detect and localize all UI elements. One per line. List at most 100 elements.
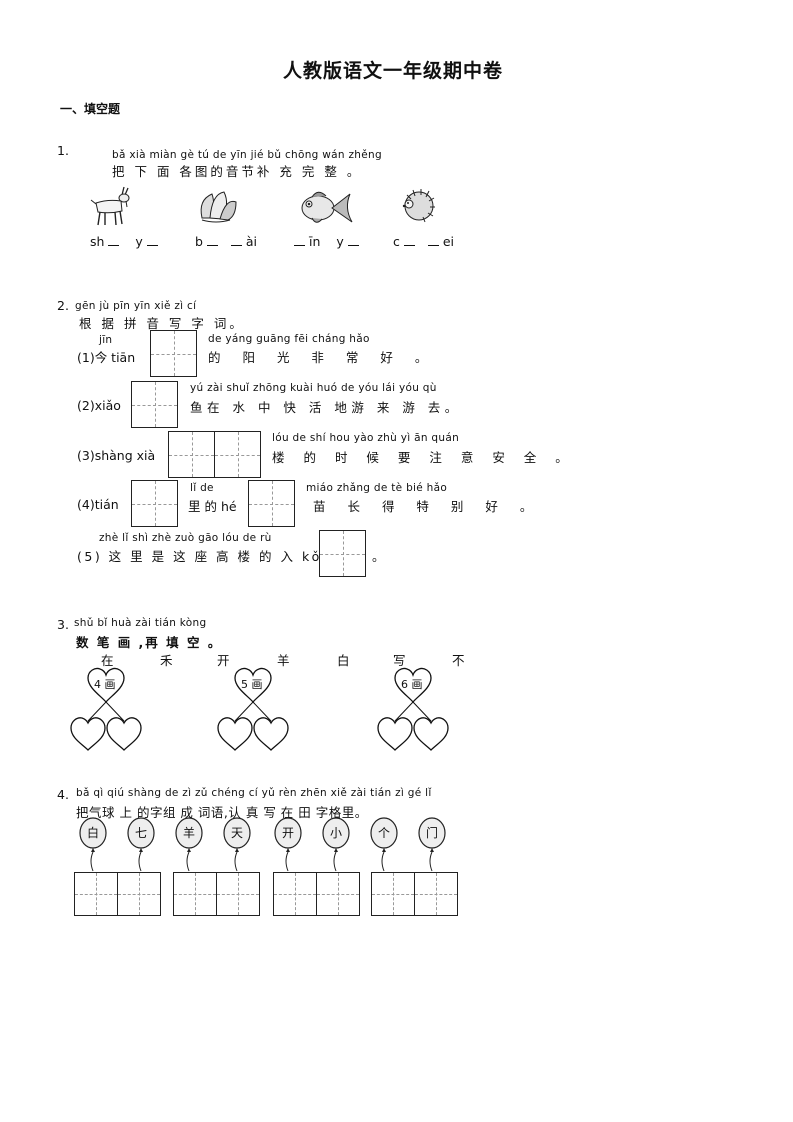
item-text: 楼 的 时 候 要 注 意 安 全 。 <box>272 450 576 465</box>
balloon-char: 小 <box>330 826 343 840</box>
item-pinyin: miáo zhǎng de tè bié hǎo <box>306 482 448 494</box>
answer-blank[interactable] <box>347 236 359 246</box>
tianzige-box[interactable] <box>74 872 118 916</box>
tianzige-box[interactable] <box>316 872 360 916</box>
balloon-char: 天 <box>231 826 244 840</box>
heart-label: 4 画 <box>94 678 116 691</box>
balloon-char: 门 <box>426 826 439 840</box>
answer-blank[interactable] <box>146 236 158 246</box>
pinyin-top: jīn <box>99 334 113 346</box>
question-pinyin: bǎ xià miàn gè tú de yīn jié bǔ chōng wá… <box>112 149 382 161</box>
page-title: 人教版语文一年级期中卷 <box>283 60 504 82</box>
question-number: 3. <box>57 617 69 632</box>
question-number: 1. <box>57 143 69 158</box>
tianzige-box[interactable] <box>117 872 161 916</box>
item-pinyin: yú zài shuǐ zhōng kuài huó de yóu lái yó… <box>190 382 437 394</box>
tianzige-box[interactable] <box>214 431 261 478</box>
balloon-icon <box>418 817 446 872</box>
heart-label: 6 画 <box>401 678 423 691</box>
item-label: (2)xiǎo <box>77 398 121 413</box>
heart-tree <box>217 667 289 751</box>
answer-cabbage: b ài <box>195 234 257 249</box>
stroke-char: 羊 <box>277 653 290 668</box>
cabbage-icon <box>200 191 237 223</box>
answer-part: īn <box>308 234 321 249</box>
balloon-icon <box>274 817 302 872</box>
item-label: (4)tián <box>77 497 119 512</box>
question-pinyin: shǔ bǐ huà zài tián kòng <box>74 617 207 629</box>
heart-tree <box>377 667 449 751</box>
tianzige-box[interactable] <box>168 431 215 478</box>
balloon-char: 白 <box>87 826 100 840</box>
question-pinyin: bǎ qì qiú shàng de zì zǔ chéng cí yǔ rèn… <box>76 787 432 799</box>
tianzige-box[interactable] <box>319 530 366 577</box>
question-number: 4. <box>57 787 69 802</box>
answer-blank[interactable] <box>427 236 439 246</box>
question-number: 2. <box>57 298 69 313</box>
tianzige-box[interactable] <box>371 872 415 916</box>
answer-blank[interactable] <box>108 236 120 246</box>
item-label: (1)今 tiān <box>77 350 136 365</box>
answer-part: ài <box>245 234 258 249</box>
stroke-char: 不 <box>452 653 465 668</box>
tianzige-box[interactable] <box>131 381 178 428</box>
stroke-char: 在 <box>101 653 114 668</box>
goat-icon <box>90 186 130 226</box>
hedgehog-icon <box>402 189 435 223</box>
answer-blank[interactable] <box>403 236 415 246</box>
item-text: 的 阳 光 非 常 好 。 <box>208 350 437 365</box>
answer-blank[interactable] <box>294 236 305 246</box>
item-text: 里 的 hé <box>188 499 237 514</box>
answer-goat: sh y <box>90 234 158 249</box>
balloon-char: 个 <box>378 826 391 840</box>
answer-part: b <box>195 234 203 249</box>
balloon-icon <box>370 817 398 872</box>
answer-hedgehog: c ei <box>393 234 454 249</box>
item-period: 。 <box>372 549 385 564</box>
balloon-icon <box>322 817 350 872</box>
item-label: (3)shàng xià <box>77 448 156 463</box>
balloon-icon <box>79 817 107 872</box>
answer-part: y <box>336 234 344 249</box>
item-pinyin: de yáng guāng fēi cháng hǎo <box>208 333 370 345</box>
item-text: 苗 长 得 特 别 好 。 <box>313 499 542 514</box>
balloon-char: 开 <box>282 826 295 840</box>
balloon-icon <box>223 817 251 872</box>
answer-blank[interactable] <box>206 236 218 246</box>
item-text: 鱼在 水 中 快 活 地游 来 游 去。 <box>190 400 462 415</box>
question-text: 把 下 面 各图的音节补 充 完 整 。 <box>112 164 363 179</box>
balloon-char: 羊 <box>183 826 196 840</box>
item-pinyin: lóu de shí hou yào zhù yì ān quán <box>272 432 460 444</box>
section-heading: 一、填空题 <box>60 102 121 116</box>
tianzige-box[interactable] <box>173 872 217 916</box>
balloon-char: 七 <box>135 826 148 840</box>
stroke-char: 白 <box>337 653 350 668</box>
heart-tree <box>70 667 142 751</box>
tianzige-box[interactable] <box>414 872 458 916</box>
answer-part: ei <box>442 234 454 249</box>
answer-part: y <box>135 234 143 249</box>
answer-goldfish: īn y <box>294 234 359 249</box>
tianzige-box[interactable] <box>150 330 197 377</box>
balloon-icon <box>175 817 203 872</box>
question-text: 数 笔 画 ,再 填 空 。 <box>76 635 223 650</box>
item-pinyin: zhè lǐ shì zhè zuò gāo lóu de rù <box>99 532 272 544</box>
question-text: 把气球 上 的字组 成 词语,认 真 写 在 田 字格里。 <box>76 805 368 820</box>
question-pinyin: gēn jù pīn yīn xiě zì cí <box>75 300 197 312</box>
answer-blank[interactable] <box>230 236 242 246</box>
item-pinyin: lǐ de <box>190 482 214 494</box>
heart-label: 5 画 <box>241 678 263 691</box>
balloon-icon <box>127 817 155 872</box>
stroke-char: 写 <box>393 653 406 668</box>
tianzige-box[interactable] <box>248 480 295 527</box>
stroke-char: 禾 <box>160 653 173 668</box>
tianzige-box[interactable] <box>216 872 260 916</box>
tianzige-box[interactable] <box>273 872 317 916</box>
item-text: (5) 这 里 是 这 座 高 楼 的 入 kǒu <box>77 549 333 564</box>
goldfish-icon <box>301 191 353 223</box>
tianzige-box[interactable] <box>131 480 178 527</box>
question-text: 根 据 拼 音 写 字 词。 <box>79 316 245 331</box>
stroke-char: 开 <box>217 653 230 668</box>
answer-part: c <box>393 234 400 249</box>
answer-part: sh <box>90 234 105 249</box>
